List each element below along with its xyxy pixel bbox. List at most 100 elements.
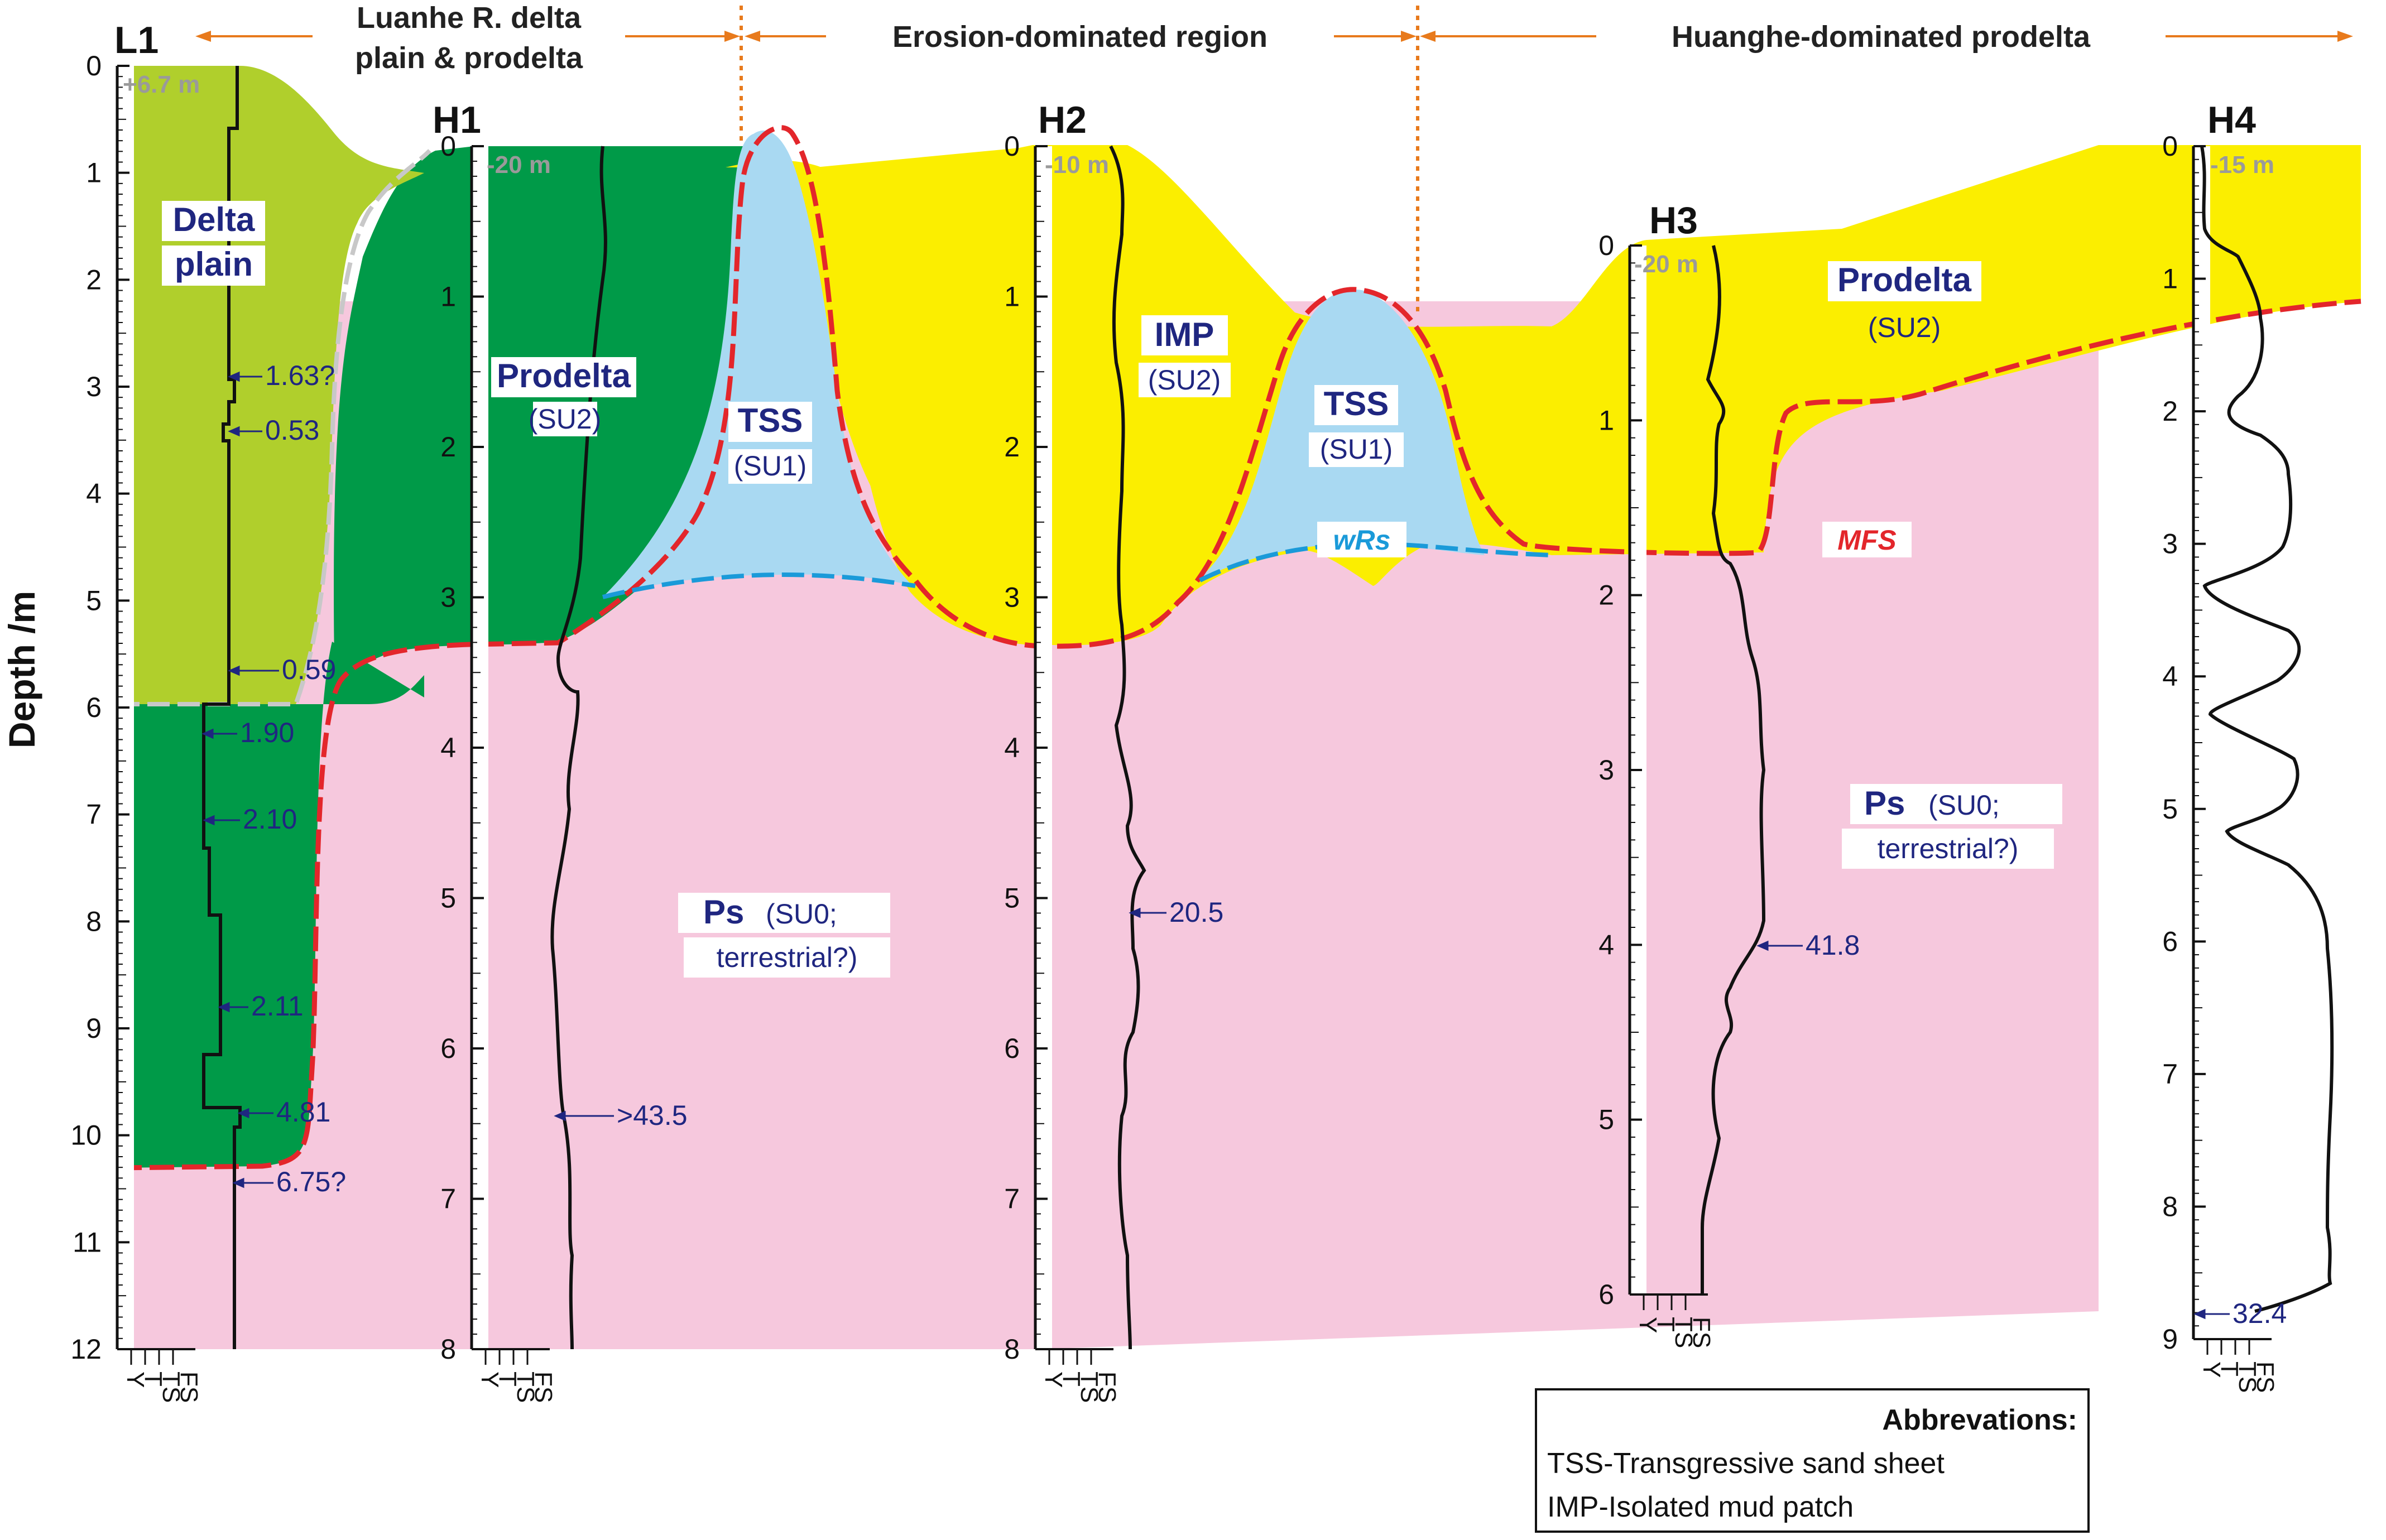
sediment-label-ts: TS — [512, 1371, 539, 1403]
sediment-label-fs: FS — [530, 1371, 557, 1403]
arrowhead — [195, 31, 211, 42]
prodelta-h1-sublabel: (SU2) — [529, 403, 602, 435]
arrowhead — [1129, 907, 1141, 918]
tick-label: 1 — [1598, 405, 1614, 436]
arrowhead — [2193, 1308, 2206, 1320]
region-title-1-line1: Luanhe R. delta — [357, 1, 582, 35]
imp-sublabel: (SU2) — [1148, 364, 1221, 396]
core-elevation-h4: -15 m — [2210, 151, 2274, 179]
arrowhead — [745, 31, 760, 42]
sediment-label-fs: FS — [1093, 1371, 1121, 1403]
legend-title: Abbrevations: — [1882, 1404, 2077, 1436]
tick-label: 4 — [1004, 732, 1020, 763]
prodelta-h1-label: Prodelta — [497, 357, 631, 394]
imp-fill — [815, 145, 1049, 646]
ps-right-label: Ps — [1864, 785, 1905, 822]
sediment-label-t: T — [494, 1371, 521, 1387]
tick-label: 0 — [1598, 230, 1614, 261]
tick-label: 6 — [86, 692, 102, 723]
core-name-h3: H3 — [1649, 199, 1698, 242]
delta-plain-label-2: plain — [175, 246, 253, 283]
age-l1-6: 2.11 — [251, 990, 304, 1022]
arrowhead — [203, 815, 215, 826]
tick-label: 12 — [70, 1334, 102, 1365]
age-h4: 32.4 — [2233, 1298, 2287, 1329]
sediment-label-y: Y — [122, 1371, 149, 1388]
arrowhead — [228, 371, 240, 382]
sediment-label-ts: TS — [2234, 1361, 2261, 1393]
region-header: Luanhe R. delta plain & prodelta Erosion… — [195, 1, 2353, 312]
h4-log — [2200, 146, 2334, 1313]
h2-log — [1109, 145, 1146, 1350]
tss-a-label: TSS — [738, 402, 803, 439]
age-labels: 1.63? 0.53 0.59 1.90 2.10 2.11 4.81 6.75… — [240, 360, 2287, 1329]
tick-label: 8 — [1004, 1334, 1020, 1365]
core-name-h2: H2 — [1038, 99, 1087, 141]
tick-label: 4 — [440, 732, 456, 763]
core-elevation-h2: -10 m — [1045, 151, 1109, 179]
sediment-label-fs: FS — [175, 1371, 203, 1403]
sediment-label-t: T — [2216, 1361, 2243, 1377]
tick-label: 0 — [2162, 131, 2178, 162]
abbreviations-legend: Abbrevations: TSS-Transgressive sand she… — [1535, 1388, 2090, 1533]
legend-item-imp: IMP-Isolated mud patch — [1547, 1491, 1854, 1523]
tick-label: 10 — [70, 1120, 102, 1151]
sediment-label-t: T — [1652, 1317, 1679, 1332]
tick-label: 8 — [86, 906, 102, 937]
ps-right-sublabel-1: (SU0; — [1928, 790, 2000, 821]
prodelta-right-label: Prodelta — [1837, 261, 1972, 299]
tick-label: 0 — [86, 50, 102, 81]
sediment-label-t: T — [1058, 1371, 1085, 1387]
sediment-label-t: T — [140, 1371, 167, 1387]
age-h1: >43.5 — [617, 1100, 688, 1131]
tick-label: 5 — [1598, 1104, 1614, 1135]
ps-left-label: Ps — [703, 893, 744, 931]
tick-label: 3 — [1598, 754, 1614, 786]
tick-label: 4 — [1598, 929, 1614, 960]
sediment-label-ts: TS — [1076, 1371, 1103, 1403]
tick-label: 8 — [440, 1334, 456, 1365]
tick-label: 4 — [86, 478, 102, 509]
tick-label: 0 — [1004, 131, 1020, 162]
age-l1-3: 0.59 — [282, 654, 336, 685]
tick-label: 1 — [440, 281, 456, 312]
sediment-label-ts: TS — [157, 1371, 185, 1403]
tick-label: 6 — [440, 1033, 456, 1064]
sediment-label-y: Y — [1040, 1371, 1067, 1388]
tss-b-sublabel: (SU1) — [1320, 434, 1393, 465]
age-l1-1: 1.63? — [265, 360, 335, 391]
tick-label: 3 — [86, 371, 102, 402]
arrowhead — [1756, 940, 1769, 951]
tick-label: 7 — [2162, 1058, 2178, 1090]
arrowhead — [1420, 31, 1436, 42]
prodelta-right-sublabel: (SU2) — [1868, 312, 1941, 343]
tick-label: 7 — [440, 1183, 456, 1215]
tick-label: 6 — [1598, 1279, 1614, 1310]
legend-item-tss: TSS-Transgressive sand sheet — [1547, 1447, 1945, 1480]
wrs-line-a — [602, 572, 916, 599]
tick-label: 2 — [2162, 396, 2178, 427]
age-h3: 41.8 — [1806, 930, 1860, 961]
core-elevation-h3: -20 m — [1634, 251, 1698, 278]
arrowhead — [554, 1110, 566, 1122]
tss-b-label: TSS — [1324, 385, 1389, 422]
arrowhead — [228, 426, 240, 437]
ps-left-sublabel-2: terrestrial?) — [717, 942, 858, 973]
tick-label: 0 — [440, 131, 456, 162]
units-fill — [117, 66, 2361, 1349]
region-title-1-line2: plain & prodelta — [355, 41, 583, 75]
core-name-l1: L1 — [114, 19, 159, 61]
region-title-3: Huanghe-dominated prodelta — [1672, 20, 2091, 54]
tick-label: 2 — [440, 431, 456, 463]
sediment-label-y: Y — [2198, 1361, 2225, 1378]
unit-labels: Delta plain Prodelta (SU2) TSS (SU1) IMP… — [162, 201, 2062, 978]
age-annotations — [201, 371, 2230, 1320]
sediment-label-ts: TS — [1670, 1317, 1697, 1348]
region-title-2: Erosion-dominated region — [892, 20, 1268, 54]
sediment-label-fs: FS — [2251, 1361, 2279, 1393]
tick-label: 5 — [1004, 883, 1020, 914]
ps-right-sublabel-2: terrestrial?) — [1878, 833, 2019, 864]
tick-label: 8 — [2162, 1191, 2178, 1222]
